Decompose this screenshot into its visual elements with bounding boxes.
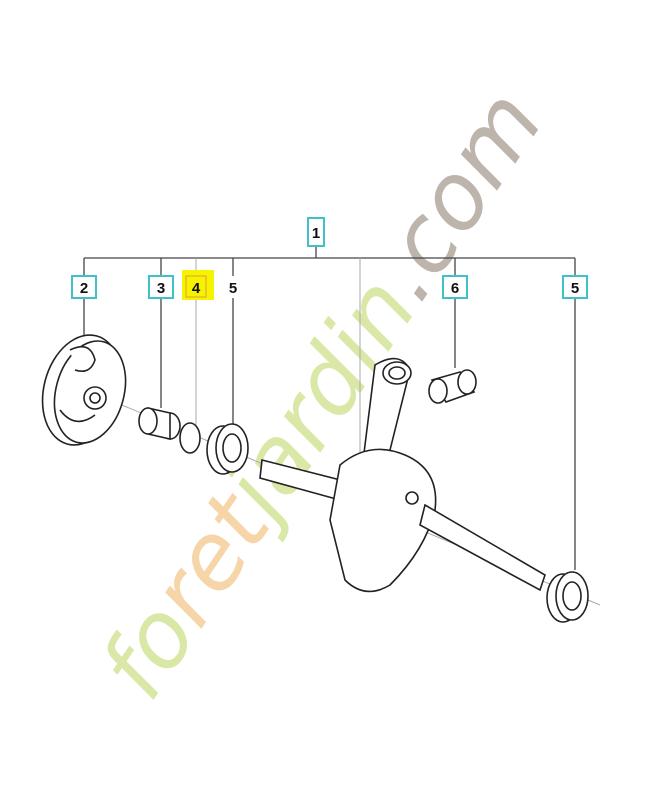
svg-text:4: 4 (192, 280, 201, 297)
svg-text:foretjardin.com: foretjardin.com (80, 71, 564, 717)
clutch (41, 334, 127, 446)
bearing-right (546, 571, 589, 623)
svg-text:6: 6 (451, 280, 459, 297)
callout-5-left[interactable]: 5 (229, 280, 237, 297)
needle-bearing (428, 369, 477, 404)
callout-6[interactable]: 6 (442, 275, 468, 299)
callout-2[interactable]: 2 (71, 275, 97, 299)
svg-text:1: 1 (312, 225, 320, 242)
svg-text:5: 5 (571, 280, 579, 297)
bearing-left (206, 423, 249, 475)
callout-4-highlighted[interactable]: 4 (182, 270, 214, 300)
bushing (138, 406, 181, 441)
crankshaft (259, 357, 546, 593)
o-ring (179, 422, 201, 454)
callout-1[interactable]: 1 (307, 217, 325, 247)
svg-text:3: 3 (157, 280, 165, 297)
callout-5-right[interactable]: 5 (562, 275, 588, 299)
svg-text:2: 2 (80, 280, 88, 297)
svg-text:5: 5 (229, 280, 237, 297)
watermark-logo: foretjardin.com (80, 71, 564, 717)
callout-3[interactable]: 3 (148, 275, 174, 299)
